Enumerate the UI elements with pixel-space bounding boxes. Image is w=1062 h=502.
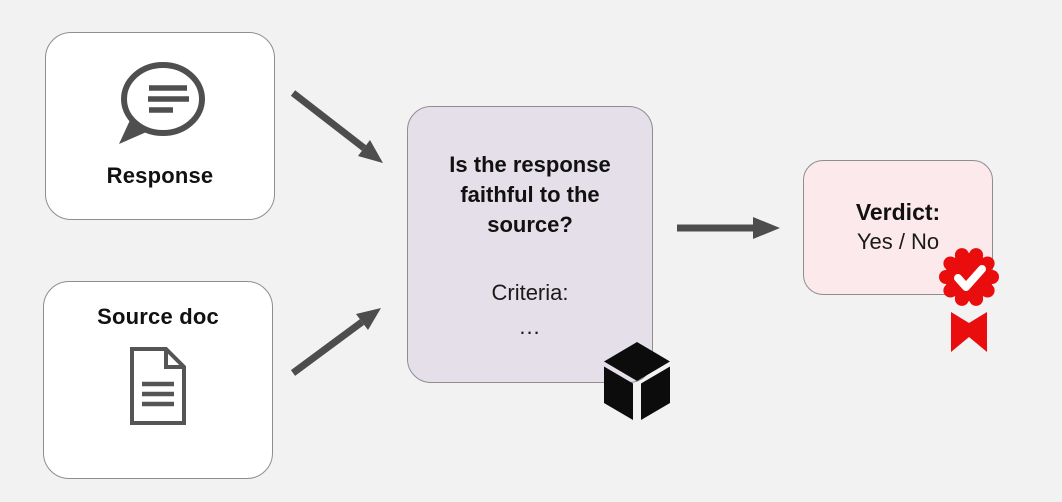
verdict-title: Verdict: [855, 199, 941, 225]
node-source: Source doc [43, 281, 273, 479]
document-icon [130, 347, 186, 425]
node-source-label: Source doc [97, 304, 219, 329]
arrow-source-to-judge [290, 308, 381, 376]
verdict-value: Yes / No [856, 229, 940, 254]
judge-criteria-label: Criteria: [491, 280, 569, 305]
judge-question: Is the response faithful to the source? [449, 152, 611, 237]
judge-criteria-value: ... [519, 314, 541, 339]
speech-bubble-icon [118, 62, 205, 144]
arrow-response-to-judge [290, 90, 383, 163]
node-response: Response [45, 32, 275, 220]
node-verdict: Verdict: Yes / No [803, 160, 993, 295]
node-judge: Is the response faithful to the source? … [407, 106, 653, 383]
arrow-judge-to-verdict [677, 217, 780, 239]
node-response-label: Response [106, 163, 214, 188]
